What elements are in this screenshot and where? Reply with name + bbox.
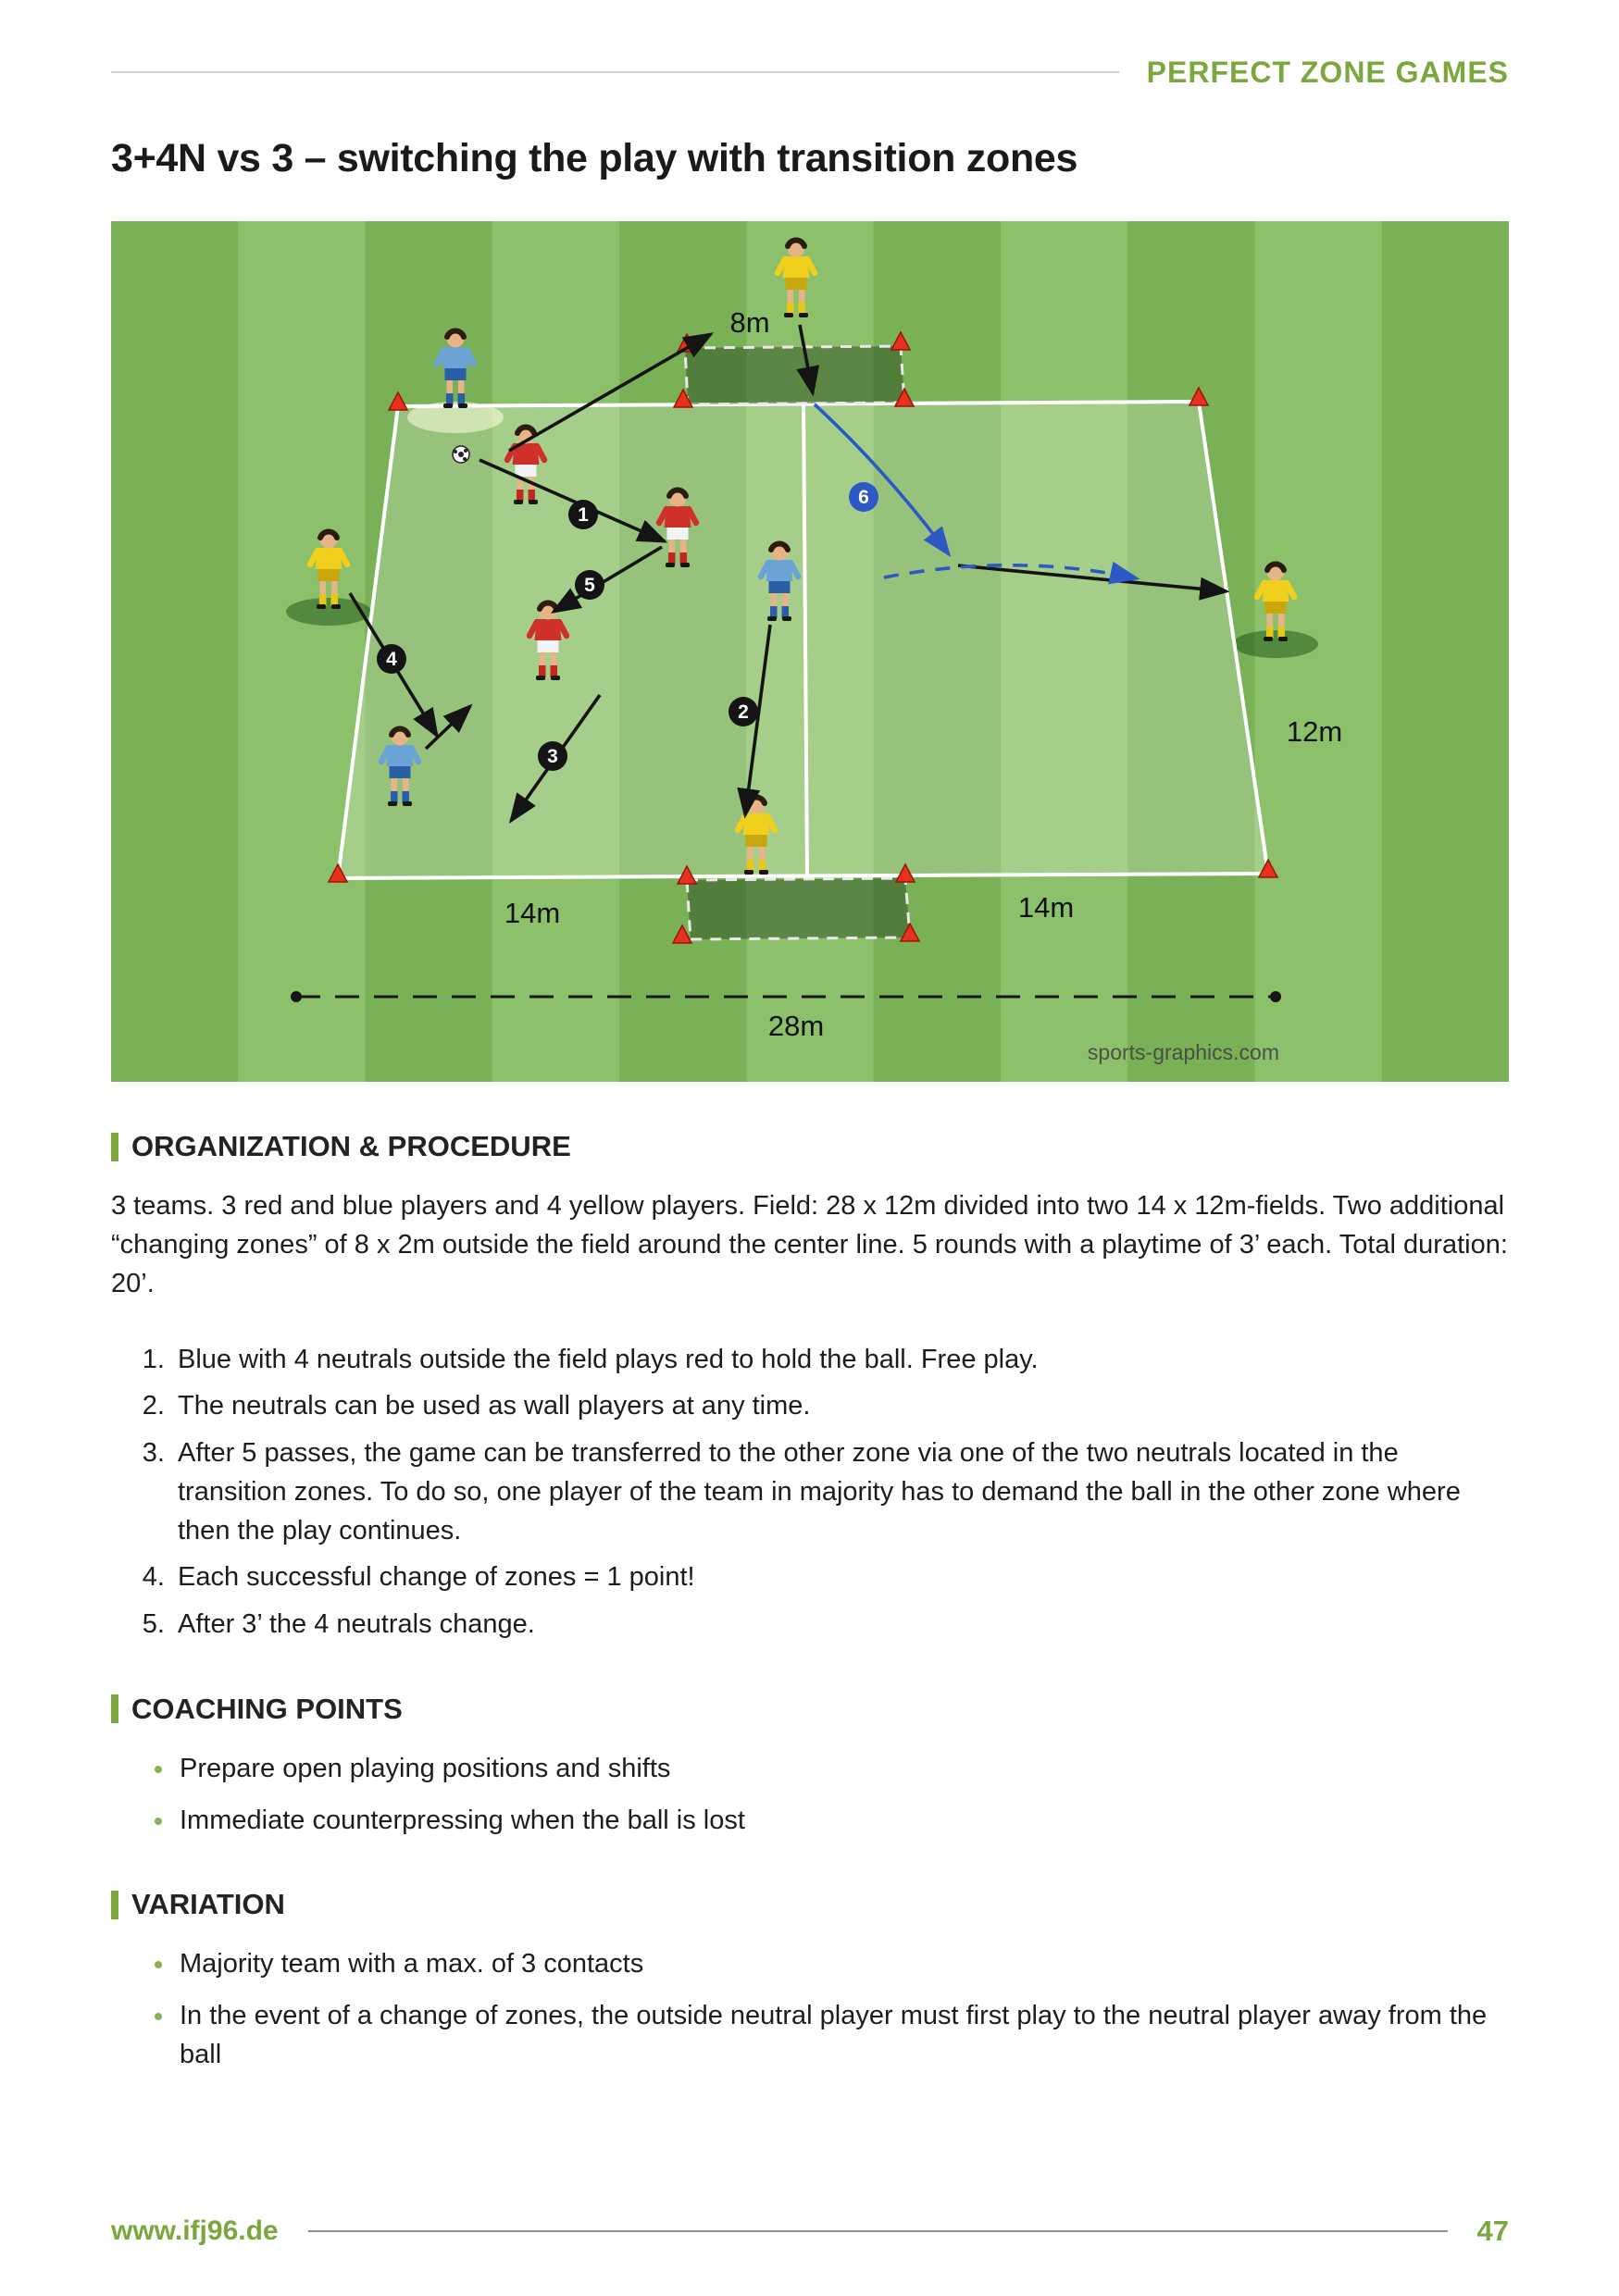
section-coaching-points: COACHING POINTS Prepare open playing pos… bbox=[111, 1693, 1509, 1841]
svg-text:6: 6 bbox=[858, 487, 869, 508]
list-item: Each successful change of zones = 1 poin… bbox=[172, 1558, 1509, 1597]
list-item: After 3’ the 4 neutrals change. bbox=[172, 1606, 1509, 1644]
svg-text:3: 3 bbox=[547, 746, 558, 767]
svg-text:2: 2 bbox=[738, 701, 749, 723]
variation-heading: VARIATION bbox=[111, 1888, 1509, 1921]
page-title: 3+4N vs 3 – switching the play with tran… bbox=[111, 136, 1078, 180]
page-number: 47 bbox=[1476, 2215, 1509, 2247]
pitch-ball bbox=[452, 445, 470, 465]
variation-heading-label: VARIATION bbox=[131, 1888, 285, 1921]
coaching-heading: COACHING POINTS bbox=[111, 1693, 1509, 1726]
svg-text:12m: 12m bbox=[1287, 715, 1342, 748]
footer-site-link[interactable]: www.ifj96.de bbox=[111, 2215, 279, 2246]
pitch-markers: 1 2 3 4 5 6 bbox=[377, 482, 878, 772]
list-item: The neutrals can be used as wall players… bbox=[172, 1387, 1509, 1426]
blue-player bbox=[433, 328, 478, 409]
list-item: Majority team with a max. of 3 contacts bbox=[176, 1945, 1509, 1984]
pitch-watermark: sports-graphics.com bbox=[1088, 1040, 1279, 1064]
svg-text:14m: 14m bbox=[1018, 891, 1074, 924]
header-rule bbox=[111, 71, 1119, 73]
organization-intro: 3 teams. 3 red and blue players and 4 ye… bbox=[111, 1191, 1508, 1298]
page-footer: www.ifj96.de 47 bbox=[111, 2215, 1509, 2248]
heading-accent-bar bbox=[111, 1890, 118, 1919]
footer-rule bbox=[307, 2230, 1448, 2232]
organization-heading-label: ORGANIZATION & PROCEDURE bbox=[131, 1130, 571, 1163]
pitch-zones bbox=[683, 344, 912, 941]
section-organization: ORGANIZATION & PROCEDURE 3 teams. 3 red … bbox=[111, 1130, 1509, 1644]
pitch-labels: 8m 12m 14m 14m 28m bbox=[504, 306, 1342, 1042]
svg-text:14m: 14m bbox=[504, 897, 560, 929]
list-item: Immediate counterpressing when the ball … bbox=[176, 1802, 1509, 1841]
list-item: Blue with 4 neutrals outside the field p… bbox=[172, 1341, 1509, 1380]
heading-accent-bar bbox=[111, 1694, 118, 1724]
coaching-bullets: Prepare open playing positions and shift… bbox=[111, 1750, 1509, 1841]
pitch-svg: 8m 12m 14m 14m 28m 1 2 3 4 5 6 sports-graphics.co… bbox=[111, 221, 1509, 1083]
procedure-steps: Blue with 4 neutrals outside the field p… bbox=[111, 1341, 1509, 1644]
svg-text:28m: 28m bbox=[768, 1010, 824, 1042]
pitch-field bbox=[336, 400, 1270, 881]
list-item: In the event of a change of zones, the o… bbox=[176, 1997, 1509, 2075]
yellow-player bbox=[306, 528, 351, 610]
blue-player bbox=[757, 540, 802, 622]
page-header: PERFECT ZONE GAMES bbox=[111, 54, 1509, 91]
svg-text:8m: 8m bbox=[729, 306, 769, 339]
pitch-arrows bbox=[348, 324, 1230, 825]
svg-text:1: 1 bbox=[578, 504, 589, 526]
pitch-spots bbox=[286, 402, 1318, 659]
blue-player bbox=[378, 726, 422, 807]
coaching-heading-label: COACHING POINTS bbox=[131, 1692, 403, 1725]
svg-text:4: 4 bbox=[386, 649, 397, 670]
list-item: After 5 passes, the game can be transfer… bbox=[172, 1434, 1509, 1550]
heading-accent-bar bbox=[111, 1132, 118, 1161]
svg-text:5: 5 bbox=[584, 575, 595, 596]
variation-bullets: Majority team with a max. of 3 contactsI… bbox=[111, 1945, 1509, 2074]
section-variation: VARIATION Majority team with a max. of 3… bbox=[111, 1888, 1509, 2074]
organization-heading: ORGANIZATION & PROCEDURE bbox=[111, 1130, 1509, 1163]
pitch-cones bbox=[327, 330, 1279, 945]
exercise-diagram: 8m 12m 14m 14m 28m 1 2 3 4 5 6 sports-graphics.co… bbox=[111, 221, 1509, 1083]
yellow-player bbox=[774, 237, 818, 318]
pitch-measure bbox=[291, 991, 1281, 1003]
list-item: Prepare open playing positions and shift… bbox=[176, 1750, 1509, 1789]
red-player bbox=[655, 487, 700, 568]
yellow-player bbox=[1253, 561, 1298, 642]
collection-title: PERFECT ZONE GAMES bbox=[1146, 55, 1509, 89]
